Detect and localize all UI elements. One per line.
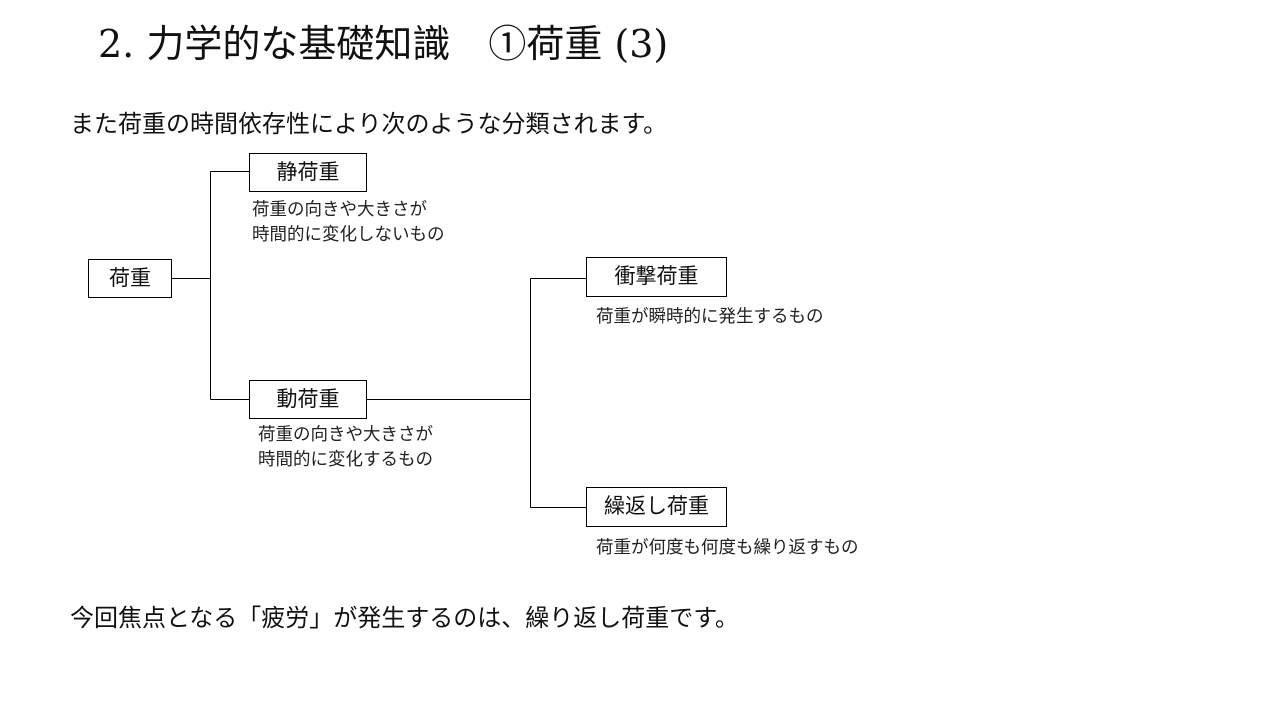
slide-title: 2. 力学的な基礎知識 ①荷重 (3) — [98, 22, 669, 66]
dynamic-load-description: 荷重の向きや大きさが 時間的に変化するもの — [258, 423, 433, 473]
intro-text: また荷重の時間依存性により次のような分類されます。 — [70, 110, 668, 138]
node-load: 荷重 — [88, 259, 172, 298]
repeated-load-description: 荷重が何度も何度も繰り返すもの — [596, 538, 859, 558]
static-load-desc-line-1: 荷重の向きや大きさが — [252, 200, 427, 220]
dynamic-load-desc-line-1: 荷重の向きや大きさが — [258, 425, 433, 445]
node-dynamic-load: 動荷重 — [249, 380, 367, 419]
static-load-desc-line-2: 時間的に変化しないもの — [252, 225, 445, 245]
node-repeated-load: 繰返し荷重 — [586, 487, 727, 527]
impact-load-description: 荷重が瞬時的に発生するもの — [596, 307, 824, 327]
conclusion-text: 今回焦点となる「疲労」が発生するのは、繰り返し荷重です。 — [70, 604, 739, 632]
node-impact-load: 衝撃荷重 — [586, 257, 727, 297]
static-load-description: 荷重の向きや大きさが 時間的に変化しないもの — [252, 198, 445, 248]
node-static-load: 静荷重 — [249, 153, 367, 192]
dynamic-load-desc-line-2: 時間的に変化するもの — [258, 450, 433, 470]
